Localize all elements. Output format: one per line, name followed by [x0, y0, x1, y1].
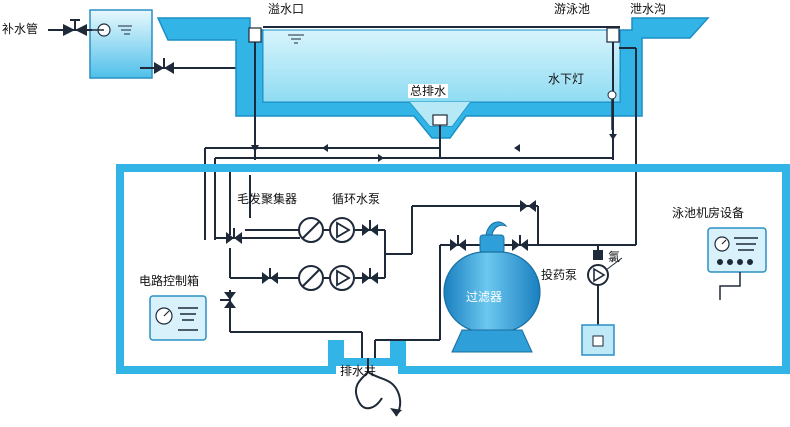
- drain-channel-outlet: [606, 27, 637, 245]
- label-pool: 游泳池: [554, 2, 591, 16]
- hair-collector-upper: [298, 217, 324, 243]
- circulation-pump-lower: [329, 265, 355, 291]
- sand-filter: [443, 221, 541, 353]
- valve-filter-inlet: [450, 235, 466, 251]
- makeup-tank: [89, 9, 153, 79]
- label-chlorine: 氯: [608, 250, 621, 264]
- makeup-valve: [63, 19, 87, 36]
- label-circulation-pump: 循环水泵: [332, 192, 381, 206]
- label-overflow: 溢水口: [268, 2, 305, 16]
- label-filter: 过滤器: [466, 290, 503, 304]
- equipment-room: [116, 164, 790, 374]
- circulation-pump-upper: [329, 217, 355, 243]
- valve-top-pipe: [520, 200, 536, 212]
- valve-drain: [220, 292, 236, 308]
- tank-outlet-valve: [154, 58, 174, 74]
- valve-lower-left: [262, 268, 278, 284]
- equipment-pipes: [215, 205, 636, 358]
- underwater-light-icon: [607, 90, 617, 130]
- label-drain-channel: 泄水沟: [630, 2, 667, 16]
- drain-arrow: [390, 408, 402, 416]
- hair-collector-lower: [298, 265, 324, 291]
- label-hair-collector: 毛发聚集器: [237, 192, 298, 206]
- pipe-arrows: [251, 134, 617, 162]
- chemical-tank: [581, 324, 615, 356]
- overflow-outlet: [248, 27, 262, 160]
- valve-lower-right: [362, 268, 378, 284]
- label-control-box: 电路控制箱: [139, 274, 200, 288]
- label-main-drain: 总排水: [408, 84, 449, 98]
- valves: [220, 200, 536, 308]
- label-makeup-pipe: 补水管: [2, 22, 39, 36]
- main-drain: [432, 114, 448, 158]
- label-dosing-pump: 投药泵: [541, 268, 578, 282]
- valve-upper-right: [362, 220, 378, 236]
- pool-structure: [156, 17, 710, 139]
- control-box: [149, 295, 207, 341]
- label-equipment: 泳池机房设备: [672, 206, 745, 220]
- label-underwater-light: 水下灯: [548, 72, 585, 86]
- label-drain-well: 排水井: [340, 364, 377, 378]
- equipment-panel: [707, 227, 767, 300]
- valve-filter-outlet: [512, 235, 528, 251]
- valve-upper-left: [226, 228, 242, 244]
